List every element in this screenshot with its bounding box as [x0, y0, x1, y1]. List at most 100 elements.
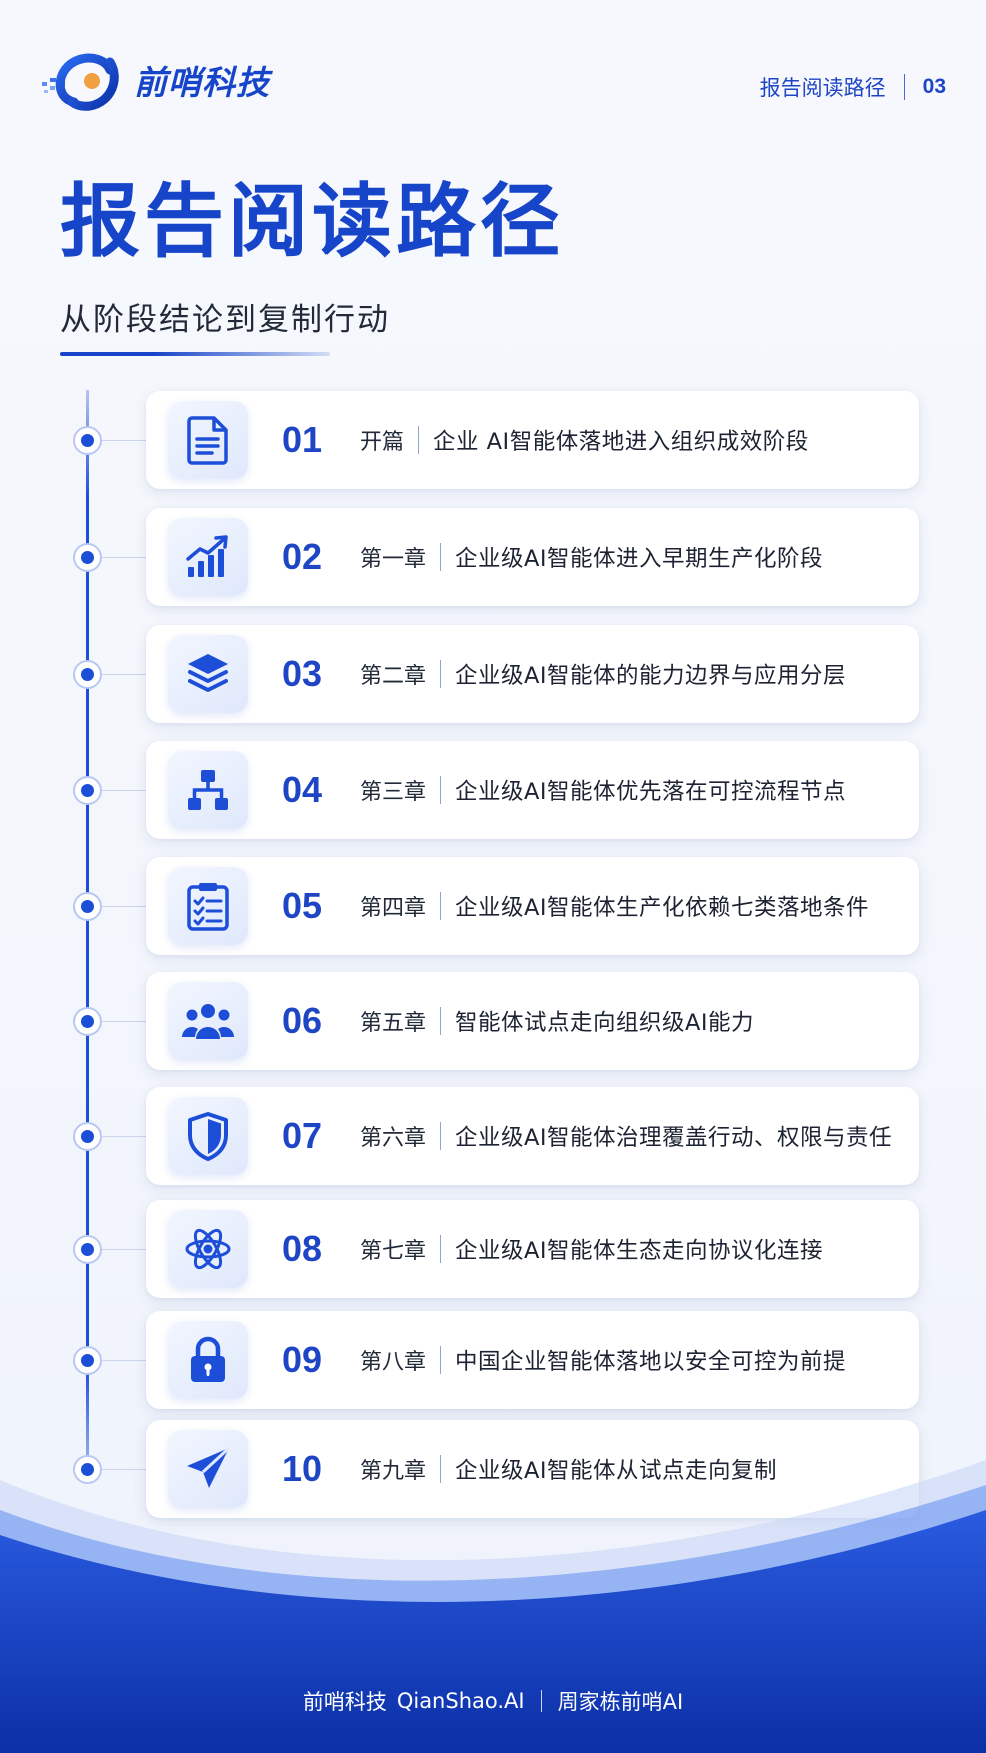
lock-icon [168, 1321, 248, 1399]
chapter-description: 企业 AI智能体落地进入组织成效阶段 [433, 429, 809, 455]
chapter-label: 第六章 [360, 1126, 427, 1151]
timeline-dot [73, 1235, 102, 1264]
chapter-description: 企业级AI智能体从试点走向复制 [455, 1458, 778, 1484]
checklist-icon [168, 867, 248, 945]
chapter-description: 企业级AI智能体进入早期生产化阶段 [455, 546, 824, 572]
title-underline [60, 352, 330, 356]
chapter-card[interactable]: 06 第五章 智能体试点走向组织级AI能力 [146, 972, 919, 1070]
card-divider [440, 1235, 442, 1263]
list-item[interactable]: 08 第七章 企业级AI智能体生态走向协议化连接 [0, 1200, 986, 1298]
chapter-description: 企业级AI智能体的能力边界与应用分层 [455, 663, 847, 689]
layers-icon [168, 635, 248, 713]
list-item[interactable]: 05 第四章 企业级AI智能体生产化依赖七类落地条件 [0, 857, 986, 955]
item-number: 08 [282, 1228, 323, 1269]
chapter-label: 开篇 [360, 430, 405, 455]
item-number: 07 [282, 1115, 323, 1156]
chapter-description: 智能体试点走向组织级AI能力 [455, 1010, 755, 1036]
chapter-card[interactable]: 10 第九章 企业级AI智能体从试点走向复制 [146, 1420, 919, 1518]
chapter-card[interactable]: 05 第四章 企业级AI智能体生产化依赖七类落地条件 [146, 857, 919, 955]
footer-site: QianShao.AI [396, 1689, 525, 1713]
timeline-connector [102, 1136, 146, 1137]
document-icon [168, 401, 248, 479]
header-section-label: 报告阅读路径 [759, 76, 886, 100]
card-divider [440, 1007, 442, 1035]
header-divider [903, 74, 905, 100]
footer-wave [0, 1460, 986, 1753]
logo-mark-icon [40, 48, 124, 112]
list-item[interactable]: 01 开篇 企业 AI智能体落地进入组织成效阶段 [0, 391, 986, 489]
footer-divider [540, 1690, 542, 1712]
chapter-card[interactable]: 03 第二章 企业级AI智能体的能力边界与应用分层 [146, 625, 919, 723]
timeline-dot [73, 543, 102, 572]
list-item[interactable]: 09 第八章 中国企业智能体落地以安全可控为前提 [0, 1311, 986, 1409]
card-divider [440, 776, 442, 804]
chapter-card[interactable]: 07 第六章 企业级AI智能体治理覆盖行动、权限与责任 [146, 1087, 919, 1185]
timeline-line [86, 390, 89, 1475]
brand-name: 前哨科技 [134, 63, 270, 102]
footer: 前哨科技 QianShao.AI 周家栋前哨AI [0, 1686, 986, 1716]
atom-icon [168, 1210, 248, 1288]
chapter-description: 企业级AI智能体治理覆盖行动、权限与责任 [455, 1125, 893, 1151]
timeline-connector [102, 1360, 146, 1361]
timeline-connector [102, 1249, 146, 1250]
list-item[interactable]: 06 第五章 智能体试点走向组织级AI能力 [0, 972, 986, 1070]
timeline-dot [73, 1122, 102, 1151]
timeline-connector [102, 790, 146, 791]
page-subtitle: 从阶段结论到复制行动 [60, 302, 390, 338]
card-divider [418, 426, 420, 454]
team-icon [168, 982, 248, 1060]
card-divider [440, 1346, 442, 1374]
chapter-label: 第七章 [360, 1239, 427, 1264]
card-divider [440, 1455, 442, 1483]
timeline-connector [102, 906, 146, 907]
timeline-connector [102, 674, 146, 675]
timeline-dot [73, 426, 102, 455]
item-number: 02 [282, 536, 323, 577]
chapter-label: 第四章 [360, 896, 427, 921]
chapter-description: 企业级AI智能体生产化依赖七类落地条件 [455, 895, 870, 921]
growth-chart-icon [168, 518, 248, 596]
item-number: 03 [282, 653, 323, 694]
timeline-connector [102, 440, 146, 441]
timeline-dot [73, 1007, 102, 1036]
footer-account: 周家栋前哨AI [557, 1690, 684, 1714]
header-section-indicator: 报告阅读路径 03 [760, 72, 946, 102]
chapter-card[interactable]: 04 第三章 企业级AI智能体优先落在可控流程节点 [146, 741, 919, 839]
chapter-description: 企业级AI智能体生态走向协议化连接 [455, 1238, 824, 1264]
card-divider [440, 1122, 442, 1150]
chapter-label: 第五章 [360, 1011, 427, 1036]
item-number: 10 [282, 1448, 323, 1489]
chapter-label: 第八章 [360, 1350, 427, 1375]
chapter-description: 中国企业智能体落地以安全可控为前提 [455, 1349, 847, 1375]
chapter-card[interactable]: 02 第一章 企业级AI智能体进入早期生产化阶段 [146, 508, 919, 606]
chapter-card[interactable]: 01 开篇 企业 AI智能体落地进入组织成效阶段 [146, 391, 919, 489]
chapter-card[interactable]: 08 第七章 企业级AI智能体生态走向协议化连接 [146, 1200, 919, 1298]
chapter-description: 企业级AI智能体优先落在可控流程节点 [455, 779, 847, 805]
hierarchy-icon [168, 751, 248, 829]
chapter-label: 第二章 [360, 664, 427, 689]
timeline-dot [73, 1455, 102, 1484]
list-item[interactable]: 04 第三章 企业级AI智能体优先落在可控流程节点 [0, 741, 986, 839]
brand-logo: 前哨科技 [40, 48, 270, 112]
chapter-label: 第三章 [360, 780, 427, 805]
list-item[interactable]: 03 第二章 企业级AI智能体的能力边界与应用分层 [0, 625, 986, 723]
item-number: 09 [282, 1339, 323, 1380]
timeline-connector [102, 1469, 146, 1470]
list-item[interactable]: 10 第九章 企业级AI智能体从试点走向复制 [0, 1420, 986, 1518]
list-item[interactable]: 02 第一章 企业级AI智能体进入早期生产化阶段 [0, 508, 986, 606]
item-number: 06 [282, 1000, 323, 1041]
chapter-label: 第一章 [360, 547, 427, 572]
card-divider [440, 892, 442, 920]
timeline-dot [73, 1346, 102, 1375]
chapter-label: 第九章 [360, 1459, 427, 1484]
timeline-dot [73, 776, 102, 805]
card-divider [440, 660, 442, 688]
list-item[interactable]: 07 第六章 企业级AI智能体治理覆盖行动、权限与责任 [0, 1087, 986, 1185]
timeline-connector [102, 557, 146, 558]
page-number: 03 [922, 75, 946, 98]
shield-icon [168, 1097, 248, 1175]
footer-company: 前哨科技 [302, 1690, 387, 1714]
chapter-card[interactable]: 09 第八章 中国企业智能体落地以安全可控为前提 [146, 1311, 919, 1409]
timeline-connector [102, 1021, 146, 1022]
timeline-dot [73, 892, 102, 921]
